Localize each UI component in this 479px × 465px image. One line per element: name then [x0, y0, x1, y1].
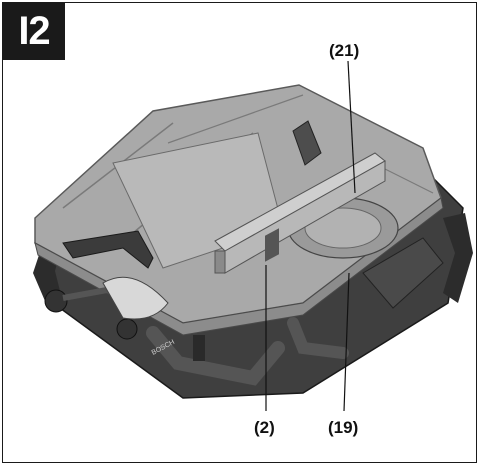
- callout-2: (2): [254, 418, 275, 437]
- leader-line-19: [343, 272, 350, 412]
- table-saw-illustration: BOSCH: [33, 60, 473, 412]
- figure-label-badge: I2: [3, 3, 65, 60]
- callout-19: (19): [328, 418, 359, 437]
- leader-line-21: [347, 60, 356, 194]
- callout-21: (21): [329, 41, 360, 60]
